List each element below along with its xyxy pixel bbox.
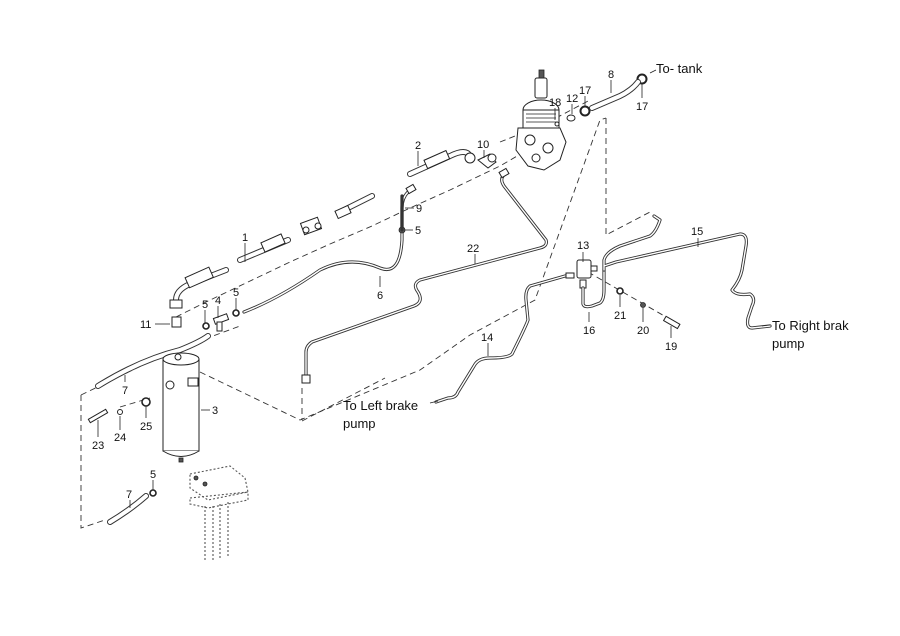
callout-9: 9 [416,203,422,215]
washer-25 [141,397,151,407]
note-to-tank: To- tank [656,61,703,76]
callout-1: 1 [242,232,248,244]
note-to-right-line1: To Right brak [772,318,849,333]
tee-fitting [299,216,323,236]
pipe-22-end-fitting [301,374,311,384]
callout-8: 8 [608,69,614,81]
washer-21 [616,287,624,295]
adapter-11 [171,316,182,328]
callout-numbers: 1 2 3 4 5 5 5 5 6 7 7 8 9 10 11 12 13 14… [92,69,703,501]
callout-5-c: 5 [415,225,421,237]
callout-4: 4 [215,295,221,307]
callout-11: 11 [140,319,151,331]
callout-17-b: 17 [636,101,648,113]
o-ring-18 [554,121,560,127]
callout-16: 16 [583,325,595,337]
washer-20 [640,302,646,308]
callout-25: 25 [140,421,152,433]
bolt-19 [662,315,681,330]
callout-15: 15 [691,226,703,238]
note-to-right-line2: pump [772,336,805,351]
hose-end-2 [334,193,375,220]
clamp-17-a [579,105,591,117]
junction-block-13 [565,259,598,289]
pipe-22 [304,174,548,380]
callout-5-b: 5 [233,287,239,299]
pipe-14 [434,274,567,404]
callout-18: 18 [549,97,561,109]
fitting-12 [566,114,576,122]
hose-6 [242,190,410,314]
assembly-guide-lines [80,99,681,529]
callout-21: 21 [614,310,626,322]
o-ring-5-a [202,322,210,330]
hose-assembly-1 [169,233,291,309]
filter-canister-3 [162,352,200,463]
callout-24: 24 [114,432,126,444]
callout-19: 19 [665,341,677,353]
o-ring-5-d [149,489,157,497]
note-to-left-line2: pump [343,416,376,431]
leader-lines [97,69,771,508]
callout-23: 23 [92,440,104,452]
pipe-22-top-fitting [498,167,510,179]
callout-10: 10 [477,139,489,151]
callout-5-a: 5 [202,299,208,311]
callout-14: 14 [481,332,493,344]
washer-24 [117,409,123,415]
mounting-bracket [189,465,249,560]
destination-notes: To- tank To Left brake pump To Right bra… [343,61,849,431]
callout-2: 2 [415,140,421,152]
callout-12: 12 [566,93,578,105]
o-ring-5-c [232,309,240,317]
callout-17-a: 17 [579,85,591,97]
pipe-15 [602,214,772,330]
note-to-left-line1: To Left brake [343,398,418,413]
control-valve [515,69,567,171]
bolt-23 [87,408,109,424]
hose-assembly-2 [407,149,476,177]
callout-3: 3 [212,405,218,417]
callout-22: 22 [467,243,479,255]
callout-7-b: 7 [126,489,132,501]
fitting-4 [212,313,230,332]
callout-5-d: 5 [150,469,156,481]
callout-20: 20 [637,325,649,337]
callout-7-a: 7 [122,385,128,397]
callout-6: 6 [377,290,383,302]
elbow-fitting [477,153,497,169]
callout-13: 13 [577,240,589,252]
